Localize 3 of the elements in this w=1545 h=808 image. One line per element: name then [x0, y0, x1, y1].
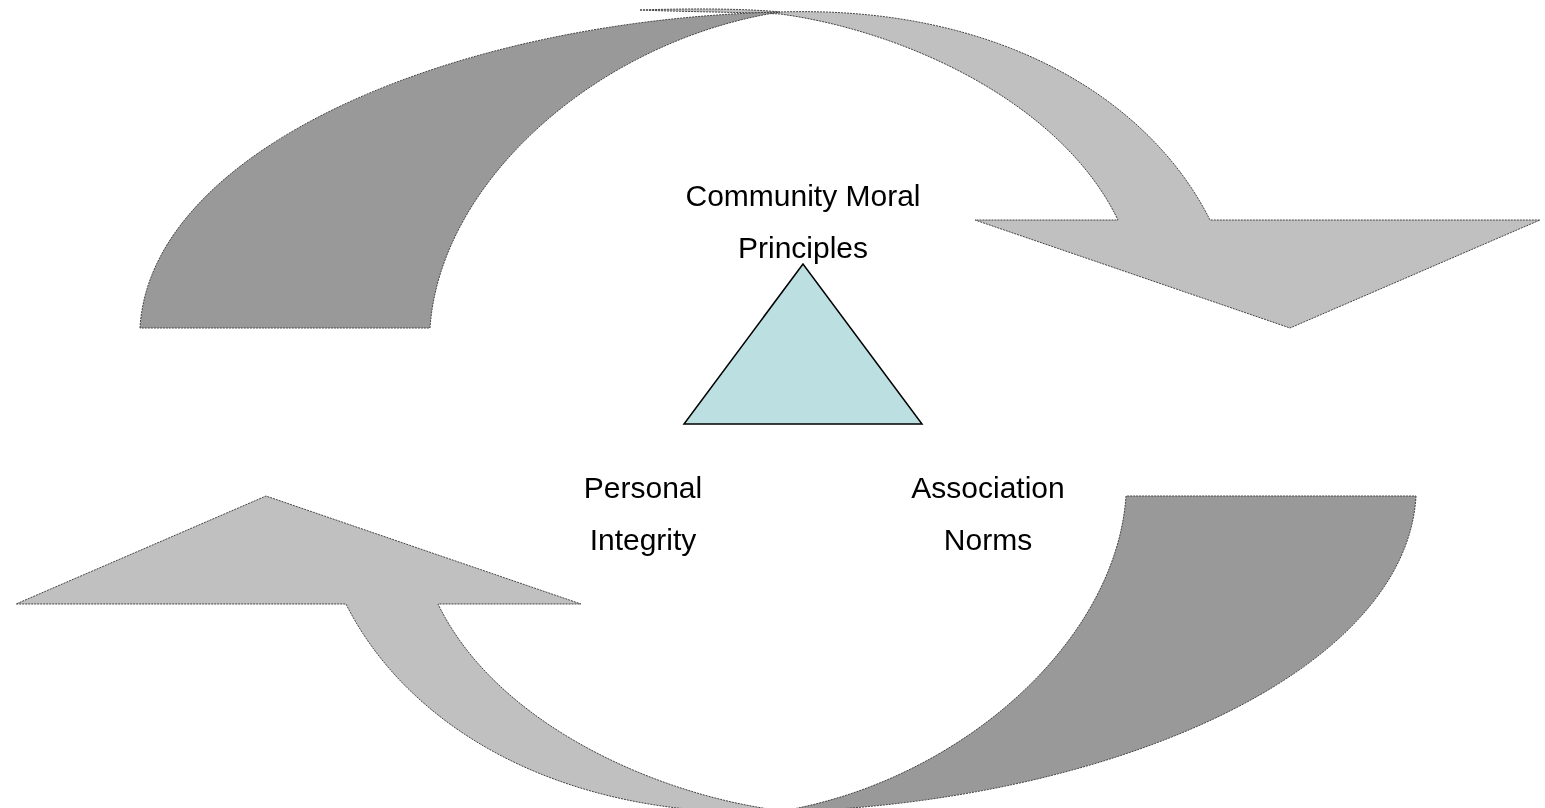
vertex-label: Community Moral Principles — [684, 178, 922, 266]
vertex-label: Personal Integrity — [582, 470, 704, 558]
vertex-label: Association Norms — [910, 470, 1066, 558]
